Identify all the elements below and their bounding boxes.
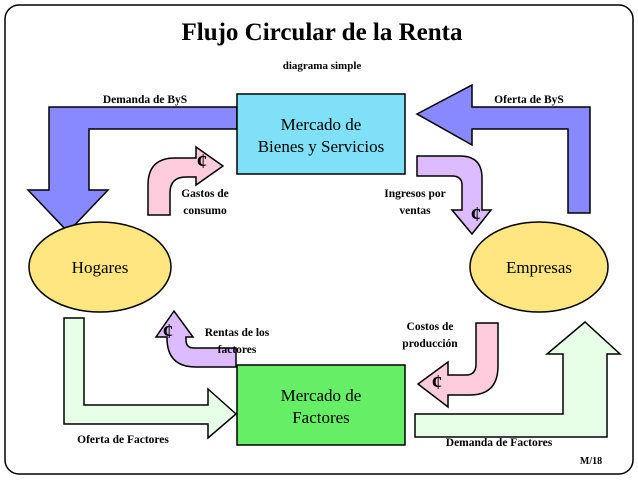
- label-ingresos-line2: ventas: [399, 205, 431, 217]
- demand-factors-arrow: [414, 321, 622, 438]
- label-gastos-line1: Gastos de: [181, 188, 229, 200]
- label-gastos-line2: consumo: [183, 205, 227, 217]
- label-ingresos-line1: Ingresos por: [384, 188, 445, 200]
- goods-market-line1: Mercado de: [281, 115, 362, 134]
- label-demanda-bys: Demanda de ByS: [103, 94, 187, 106]
- label-costos-line2: producción: [402, 338, 458, 350]
- label-oferta-bys: Oferta de ByS: [494, 94, 564, 106]
- factor-income-arrow: [154, 309, 237, 368]
- supply-factors-arrow: [63, 317, 238, 440]
- label-demanda-factores: Demanda de Factores: [446, 437, 553, 449]
- firms-label: Empresas: [506, 258, 572, 277]
- page-subtitle: diagrama simple: [283, 60, 362, 72]
- label-costos-line1: Costos de: [407, 321, 454, 333]
- firms-node: [469, 221, 609, 313]
- households-node: [28, 221, 172, 313]
- demand-goods-arrow: [26, 106, 238, 234]
- factor-market-box: [236, 364, 406, 446]
- production-costs-arrow: [416, 322, 499, 409]
- goods-market-line2: Bienes y Servicios: [258, 137, 385, 156]
- goods-market-box: [236, 93, 406, 175]
- label-oferta-factores: Oferta de Factores: [77, 434, 169, 446]
- currency-symbol-income: ¢: [163, 319, 174, 343]
- sales-revenue-arrow: [416, 155, 493, 236]
- currency-symbol-sales: ¢: [471, 202, 482, 226]
- label-rentas-line1: Rentas de los: [205, 327, 270, 339]
- supply-goods-arrow: [415, 83, 591, 214]
- currency-symbol-costs: ¢: [432, 370, 443, 394]
- households-label: Hogares: [72, 258, 129, 277]
- currency-symbol-consumption: ¢: [197, 149, 208, 173]
- consumption-spending-arrow: [147, 145, 225, 216]
- factor-market-line1: Mercado de: [281, 386, 362, 405]
- page-title: Flujo Circular de la Renta: [181, 19, 463, 46]
- slide-reference: M/18: [580, 456, 602, 467]
- label-rentas-line2: factores: [218, 344, 257, 356]
- factor-market-line2: Factores: [292, 408, 350, 427]
